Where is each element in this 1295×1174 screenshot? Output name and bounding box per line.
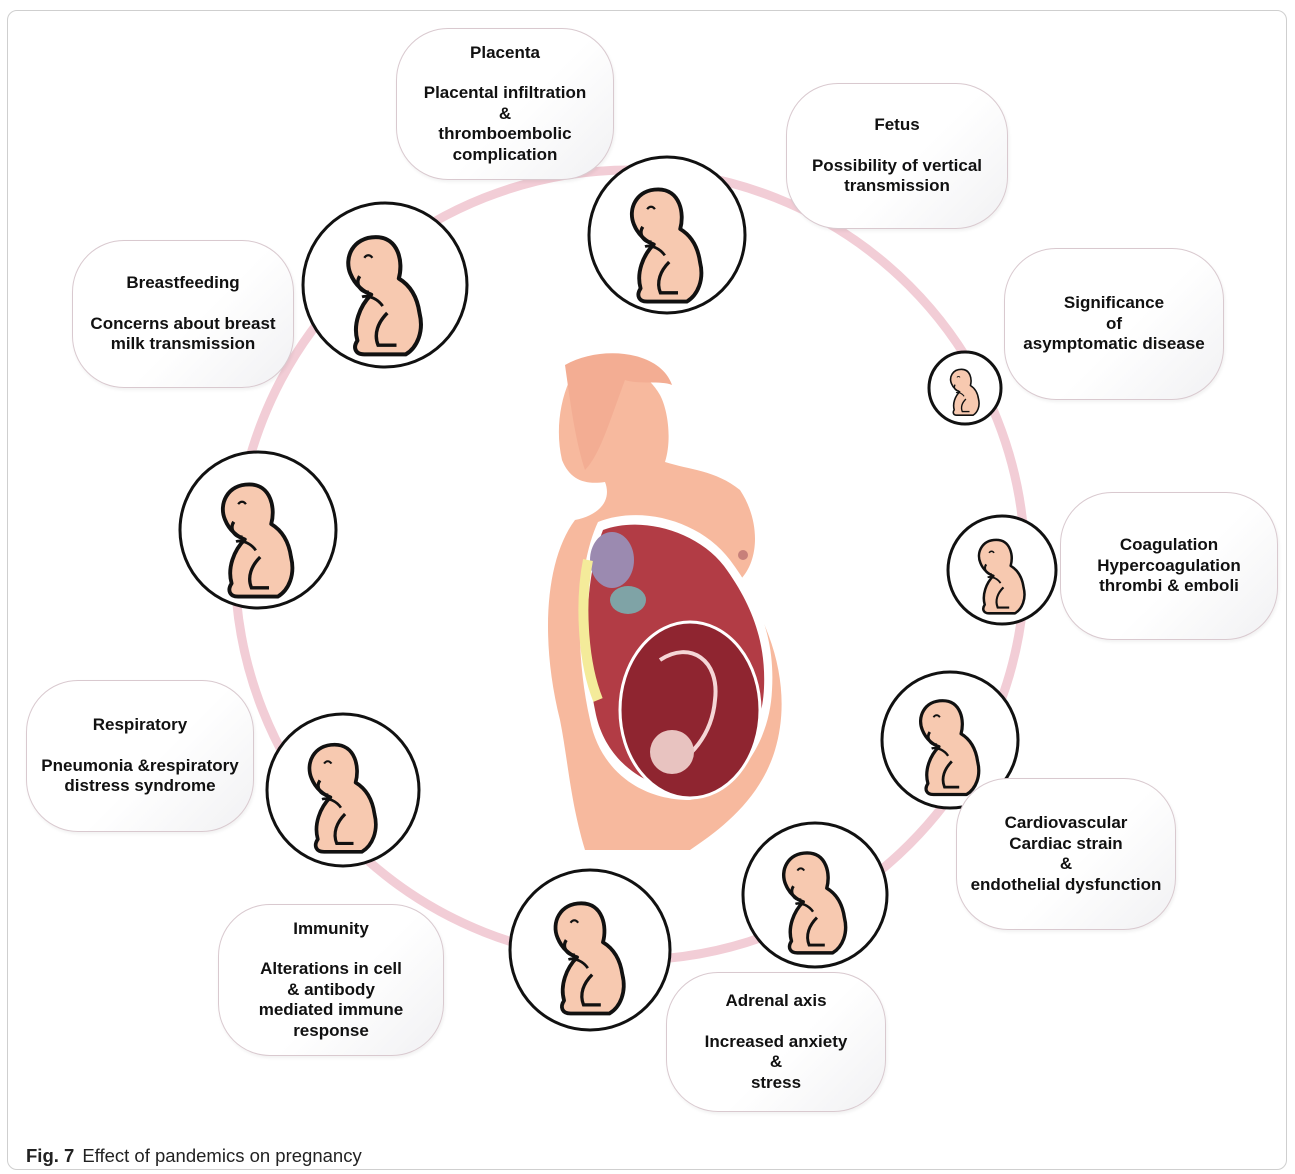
placenta-description: Placental infiltration & thromboembolic … (424, 83, 586, 165)
fetus-circle-placenta (303, 203, 467, 367)
asymptomatic-description: Significance of asymptomatic disease (1023, 293, 1204, 355)
fetus-title: Fetus (874, 115, 919, 136)
fetus-circle-immunity (510, 870, 670, 1030)
figure-caption-text: Effect of pandemics on pregnancy (82, 1145, 361, 1166)
fetus-circle-adrenal (743, 823, 887, 967)
coagulation-box: Coagulation Hypercoagulation thrombi & e… (1060, 492, 1278, 640)
breastfeeding-description: Concerns about breast milk transmission (90, 314, 275, 355)
breastfeeding-title: Breastfeeding (126, 273, 239, 294)
adrenal-box: Adrenal axis Increased anxiety & stress (666, 972, 886, 1112)
fetus-circle-coagulation (948, 516, 1056, 624)
cardiovascular-description: Cardiovascular Cardiac strain & endothel… (971, 813, 1162, 895)
breastfeeding-box: Breastfeeding Concerns about breast milk… (72, 240, 294, 388)
respiratory-box: Respiratory Pneumonia &respiratory distr… (26, 680, 254, 832)
respiratory-title: Respiratory (93, 715, 187, 736)
cardiovascular-box: Cardiovascular Cardiac strain & endothel… (956, 778, 1176, 930)
coagulation-description: Coagulation Hypercoagulation thrombi & e… (1097, 535, 1241, 597)
immunity-title: Immunity (293, 919, 369, 940)
fetus-circle-respiratory (267, 714, 419, 866)
fetus-circle-asymptomatic (929, 352, 1001, 424)
immunity-box: Immunity Alterations in cell & antibody … (218, 904, 444, 1056)
pregnant-woman-figure (548, 353, 782, 850)
fetus-circle-breastfeeding (180, 452, 336, 608)
immunity-description: Alterations in cell & antibody mediated … (259, 959, 404, 1041)
figure-caption: Fig. 7 Effect of pandemics on pregnancy (26, 1145, 362, 1167)
adrenal-description: Increased anxiety & stress (705, 1032, 848, 1094)
fetus-circle-fetus (589, 157, 745, 313)
placenta-box: Placenta Placental infiltration & thromb… (396, 28, 614, 180)
figure-label: Fig. 7 (26, 1145, 74, 1166)
placenta-title: Placenta (470, 43, 540, 64)
fetus-box: Fetus Possibility of vertical transmissi… (786, 83, 1008, 229)
respiratory-description: Pneumonia &respiratory distress syndrome (41, 756, 238, 797)
fetus-description: Possibility of vertical transmission (812, 156, 982, 197)
adrenal-title: Adrenal axis (725, 991, 826, 1012)
asymptomatic-box: Significance of asymptomatic disease (1004, 248, 1224, 400)
